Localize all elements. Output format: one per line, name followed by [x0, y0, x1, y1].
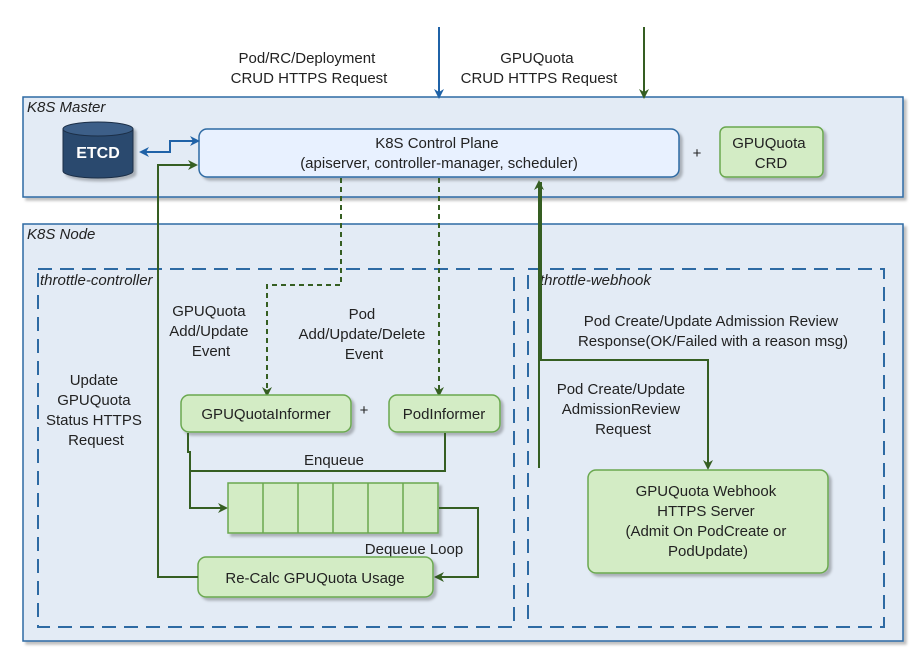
informer-plus-sign: +	[360, 402, 369, 419]
control-plane-label: K8S Control Plane (apiserver, controller…	[300, 135, 578, 172]
pod-informer-label: PodInformer	[403, 406, 486, 423]
throttle-webhook-region	[527, 268, 885, 628]
work-queue	[227, 482, 439, 534]
gpuquota-watch-arrow	[262, 178, 342, 397]
webhook-server-box[interactable]	[587, 469, 829, 574]
crd-plus-sign: +	[693, 145, 702, 162]
throttle-webhook-title: throttle-webhook	[540, 272, 652, 289]
etcd-label: ETCD	[76, 145, 120, 162]
gpuquota-event-label: GPUQuota Add/Update Event	[169, 303, 252, 360]
webhook-server-label: GPUQuota Webhook HTTPS Server (Admit On …	[625, 483, 790, 560]
throttle-controller-title: throttle-controller	[40, 272, 154, 289]
control-plane-box[interactable]	[198, 128, 680, 178]
recalc-usage-label: Re-Calc GPUQuota Usage	[225, 570, 404, 587]
etcd-database-icon[interactable]	[62, 121, 134, 179]
control-plane-etcd-link	[143, 136, 200, 153]
k8s-node-title: K8S Node	[27, 226, 95, 243]
pod-enqueue-line	[190, 433, 446, 472]
dequeue-loop-line	[434, 507, 479, 582]
gpuquota-crd-label: GPUQuota CRD	[732, 135, 810, 172]
pod-informer-box[interactable]	[388, 394, 501, 433]
status-update-arrow	[157, 160, 198, 578]
update-status-label: Update GPUQuota Status HTTPS Request	[46, 372, 146, 449]
gpuquota-crd-box[interactable]	[719, 126, 824, 178]
dequeue-label: Dequeue Loop	[365, 541, 463, 558]
admission-request-arrow	[540, 182, 713, 470]
admission-request-label: Pod Create/Update AdmissionReview Reques…	[557, 381, 690, 438]
gpuquota-enqueue-line	[187, 433, 228, 513]
gpuquota-informer-box[interactable]	[180, 394, 352, 433]
admission-response-label: Pod Create/Update Admission Review Respo…	[578, 313, 848, 350]
k8s-master-title: K8S Master	[27, 99, 106, 116]
enqueue-label: Enqueue	[304, 452, 364, 469]
gpuquota-request-label: GPUQuota CRUD HTTPS Request	[461, 50, 619, 87]
pod-event-label: Pod Add/Update/Delete Event	[299, 306, 430, 363]
gpuquota-informer-label: GPUQuotaInformer	[201, 406, 330, 423]
pod-request-label: Pod/RC/Deployment CRUD HTTPS Request	[231, 50, 389, 87]
